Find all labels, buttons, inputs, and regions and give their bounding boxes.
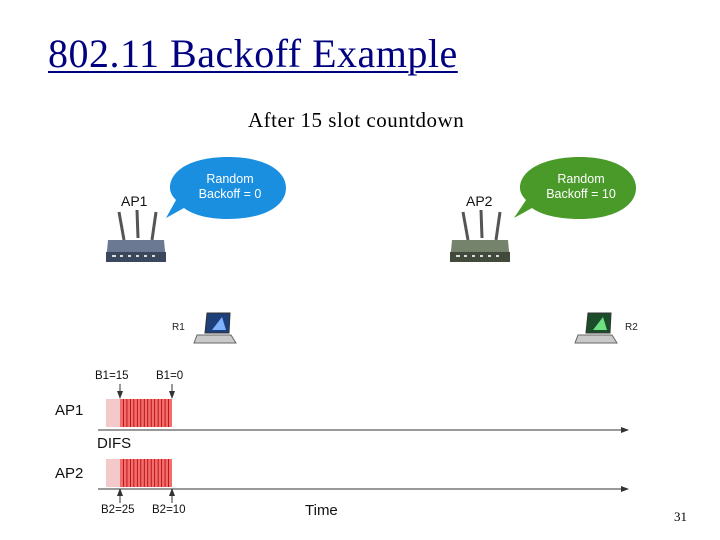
difs-label: DIFS: [97, 435, 132, 452]
ap1-bubble-text: Random Backoff = 0: [170, 172, 290, 202]
r1-label: R1: [172, 322, 185, 333]
ap1-label: AP1: [121, 193, 148, 209]
page-number: 31: [674, 509, 687, 524]
timeline-ap2-label: AP2: [55, 465, 84, 482]
b2-start-label: B2=25: [101, 504, 135, 516]
ap2-backoff-slots: [120, 459, 172, 487]
ap1-bubble-line1: Random: [206, 172, 254, 186]
slide-subtitle: After 15 slot countdown: [248, 108, 465, 132]
ap2-difs-block: [106, 459, 120, 487]
ap1-slot-lines: [123, 399, 169, 427]
time-axis-label: Time: [305, 502, 338, 519]
ap1-difs-block: [106, 399, 120, 427]
ap2-label: AP2: [466, 193, 493, 209]
slide-title: 802.11 Backoff Example: [48, 31, 458, 76]
ap1-backoff-slots: [120, 399, 172, 427]
ap1-bubble-line2: Backoff = 0: [198, 187, 262, 201]
b2-end-label: B2=10: [152, 504, 186, 516]
r2-label: R2: [625, 322, 638, 333]
b1-start-label: B1=15: [95, 370, 129, 382]
timeline-ap1-label: AP1: [55, 402, 84, 419]
ap2-bubble-line1: Random: [557, 172, 605, 186]
b1-end-label: B1=0: [156, 370, 184, 382]
ap2-bubble-line2: Backoff = 10: [546, 187, 616, 201]
ap2-bubble-text: Random Backoff = 10: [521, 172, 641, 202]
ap2-slot-lines: [123, 459, 169, 487]
